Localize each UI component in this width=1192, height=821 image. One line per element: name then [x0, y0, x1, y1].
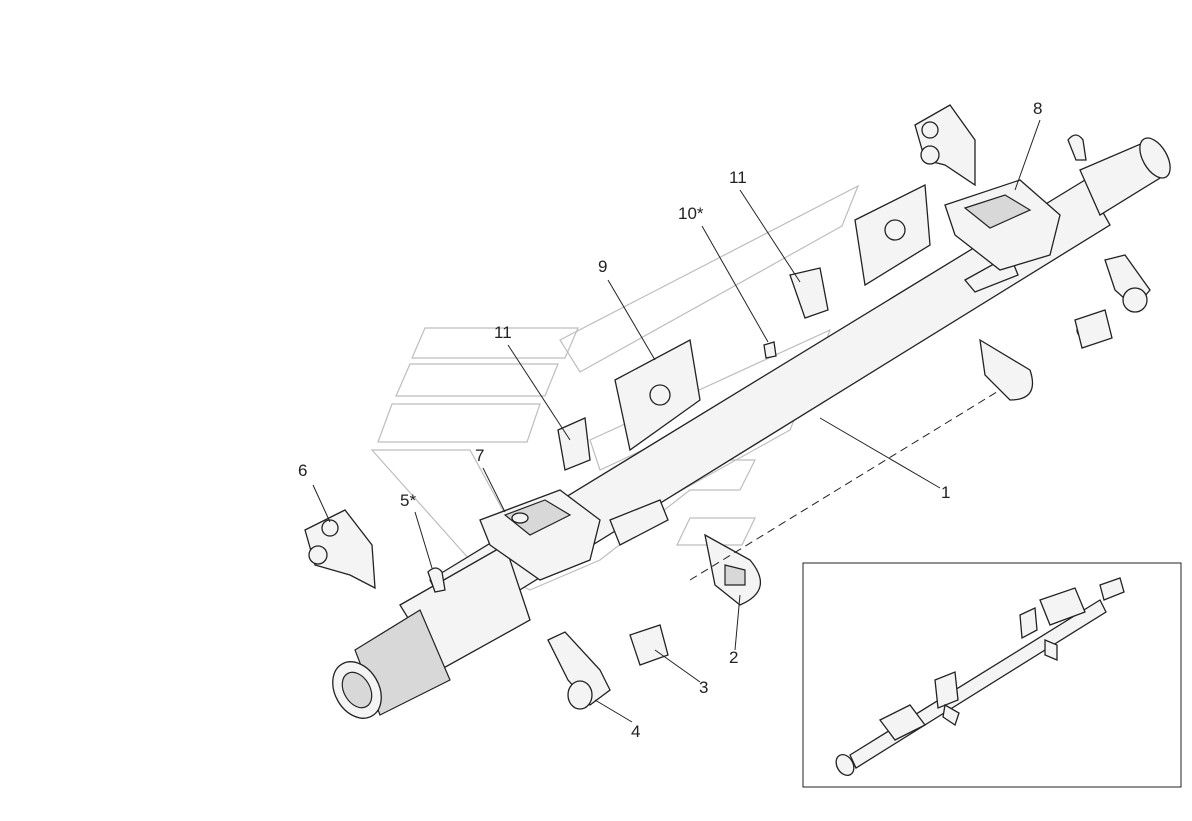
callout-6: 6	[298, 461, 308, 480]
callout-10: 10*	[678, 204, 704, 223]
bracket-6	[304, 509, 376, 590]
callout-4: 4	[631, 722, 641, 741]
callout-3: 3	[699, 678, 709, 697]
plate-9	[614, 339, 701, 452]
callout-11-lower: 11	[494, 323, 512, 342]
axle-tube	[332, 137, 1171, 719]
bracket-8	[944, 179, 1061, 271]
clip-5	[427, 567, 446, 593]
callout-11-upper: 11	[729, 168, 747, 187]
callout-1: 1	[941, 483, 951, 502]
callout-2: 2	[729, 648, 739, 667]
flange-2	[704, 338, 1034, 606]
lever-4	[547, 254, 1151, 710]
callout-7: 7	[475, 446, 485, 465]
clip-10	[763, 341, 777, 359]
overview-inset	[802, 562, 1182, 788]
bracket-7	[479, 489, 601, 581]
callout-8: 8	[1033, 99, 1043, 118]
leader-lines	[312, 119, 1041, 723]
bracket-upper-right	[914, 104, 1087, 187]
bushing-3	[629, 309, 1113, 666]
plate-upper	[854, 183, 931, 287]
callout-9: 9	[598, 257, 608, 276]
callout-5: 5*	[400, 491, 417, 510]
shim-11-lower	[557, 417, 591, 471]
